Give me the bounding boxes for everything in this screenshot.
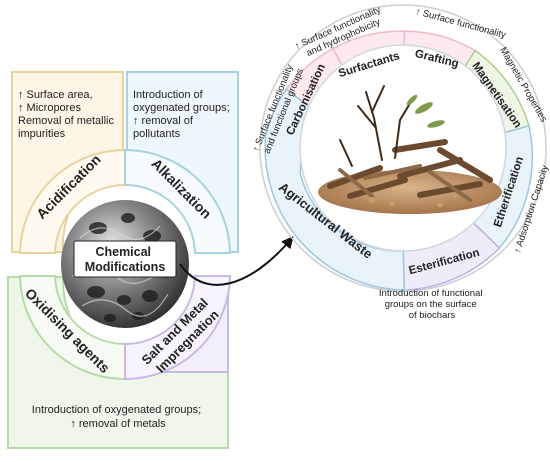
acidification-band <box>18 148 126 254</box>
center-label: Chemical Modifications <box>85 245 166 274</box>
esterification-note: Introduction of functional groups on the… <box>379 288 485 321</box>
acidification-desc: ↑ Surface area, ↑ Micropores Removal of … <box>18 89 117 140</box>
salt-metal-band <box>124 275 232 381</box>
wood-pile-icon <box>318 85 502 214</box>
alkalization-desc: Introduction of oxygenated groups; ↑ rem… <box>133 89 233 140</box>
center-label-box <box>73 240 177 278</box>
curved-arrow-icon <box>179 236 294 286</box>
oxidising-desc: Introduction of oxygenated groups; ↑ rem… <box>32 404 204 430</box>
alkalization-band <box>124 148 232 254</box>
